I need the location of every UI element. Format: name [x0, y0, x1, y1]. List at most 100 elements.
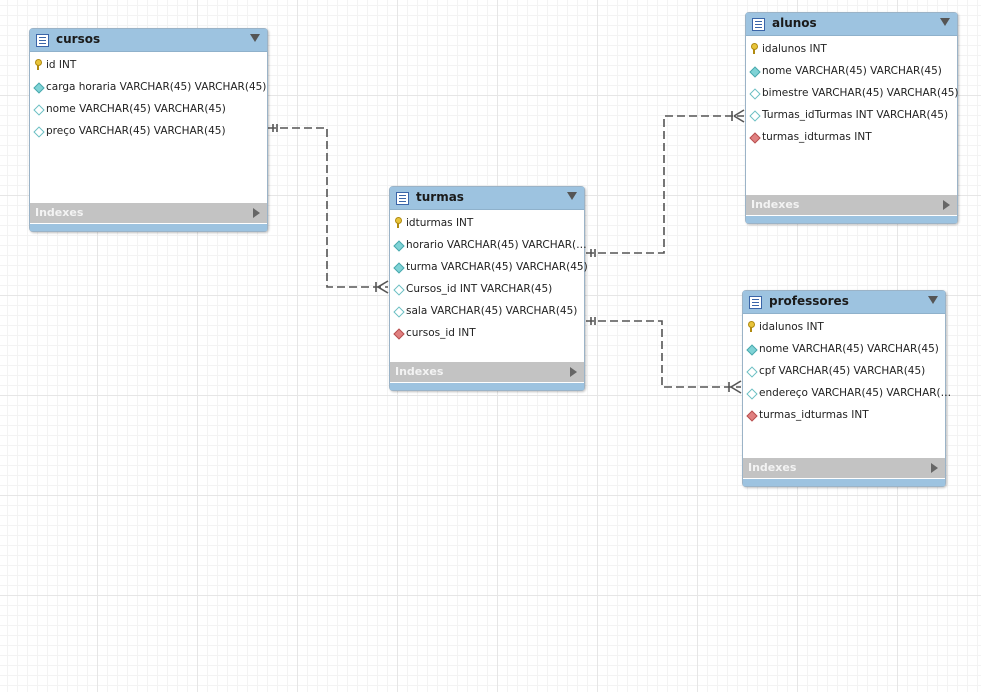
relationship-turmas-professores[interactable]: [586, 317, 742, 394]
column-row[interactable]: id INT: [30, 54, 267, 76]
column-not-null-icon: [746, 344, 758, 356]
column-row[interactable]: preço VARCHAR(45) VARCHAR(45): [30, 120, 267, 142]
table-cursos[interactable]: cursos id INT carga horaria VARCHAR(45) …: [29, 28, 268, 232]
column-nullable-icon: [33, 126, 45, 138]
column-row[interactable]: Turmas_idTurmas INT VARCHAR(45): [746, 104, 957, 126]
primary-key-icon: [751, 43, 758, 54]
expand-arrow-icon[interactable]: [570, 367, 577, 377]
indexes-label: Indexes: [35, 206, 84, 219]
column-nullable-icon: [393, 306, 405, 318]
column-not-null-icon: [393, 262, 405, 274]
column-nullable-icon: [749, 110, 761, 122]
column-row[interactable]: sala VARCHAR(45) VARCHAR(45): [390, 300, 584, 322]
column-list: idturmas INT horario VARCHAR(45) VARCHAR…: [390, 210, 588, 344]
column-not-null-icon: [393, 240, 405, 252]
column-label: Cursos_id INT VARCHAR(45): [406, 283, 553, 295]
table-professores[interactable]: professores idalunos INT nome VARCHAR(45…: [742, 290, 951, 487]
collapse-arrow-icon[interactable]: [250, 34, 260, 42]
column-nullable-icon: [749, 88, 761, 100]
column-label: nome VARCHAR(45) VARCHAR(45): [759, 343, 939, 355]
column-row[interactable]: nome VARCHAR(45) VARCHAR(45): [30, 98, 267, 120]
expand-arrow-icon[interactable]: [253, 208, 260, 218]
table-header[interactable]: professores: [743, 291, 945, 314]
indexes-label: Indexes: [751, 198, 800, 211]
column-list: idalunos INT nome VARCHAR(45) VARCHAR(45…: [743, 314, 951, 426]
primary-key-icon: [748, 321, 755, 332]
collapse-arrow-icon[interactable]: [940, 18, 950, 26]
column-label: turmas_idturmas INT: [762, 131, 872, 143]
column-label: nome VARCHAR(45) VARCHAR(45): [762, 65, 942, 77]
column-row[interactable]: Cursos_id INT VARCHAR(45): [390, 278, 584, 300]
foreign-key-icon: [746, 410, 758, 422]
table-footer: [390, 383, 584, 390]
relationship-turmas-alunos[interactable]: [586, 109, 745, 257]
column-row[interactable]: horario VARCHAR(45) VARCHAR(…: [390, 234, 587, 256]
column-row[interactable]: cpf VARCHAR(45) VARCHAR(45): [743, 360, 945, 382]
column-label: Turmas_idTurmas INT VARCHAR(45): [762, 109, 949, 121]
table-alunos[interactable]: alunos idalunos INT nome VARCHAR(45) VAR…: [745, 12, 959, 224]
column-nullable-icon: [746, 366, 758, 378]
foreign-key-icon: [393, 328, 405, 340]
column-label: cursos_id INT: [406, 327, 476, 339]
table-footer: [746, 216, 957, 223]
collapse-arrow-icon[interactable]: [567, 192, 577, 200]
table-turmas[interactable]: turmas idturmas INT horario VARCHAR(45) …: [389, 186, 588, 391]
column-row[interactable]: idalunos INT: [743, 316, 945, 338]
expand-arrow-icon[interactable]: [943, 200, 950, 210]
column-row[interactable]: carga horaria VARCHAR(45) VARCHAR(45): [30, 76, 267, 98]
table-header[interactable]: cursos: [30, 29, 267, 52]
column-label: horario VARCHAR(45) VARCHAR(…: [406, 239, 587, 251]
indexes-section[interactable]: Indexes: [746, 195, 957, 215]
table-icon: [752, 18, 765, 31]
table-header[interactable]: alunos: [746, 13, 957, 36]
primary-key-icon: [395, 217, 402, 228]
column-list: id INT carga horaria VARCHAR(45) VARCHAR…: [30, 52, 267, 142]
table-icon: [396, 192, 409, 205]
relationship-cursos-turmas[interactable]: [268, 124, 389, 294]
indexes-label: Indexes: [748, 461, 797, 474]
column-label: cpf VARCHAR(45) VARCHAR(45): [759, 365, 926, 377]
column-row[interactable]: nome VARCHAR(45) VARCHAR(45): [743, 338, 945, 360]
table-header[interactable]: turmas: [390, 187, 584, 210]
column-nullable-icon: [746, 388, 758, 400]
expand-arrow-icon[interactable]: [931, 463, 938, 473]
column-label: idalunos INT: [759, 321, 824, 333]
column-not-null-icon: [749, 66, 761, 78]
column-label: bimestre VARCHAR(45) VARCHAR(45): [762, 87, 959, 99]
column-label: carga horaria VARCHAR(45) VARCHAR(45): [46, 81, 267, 93]
column-row[interactable]: cursos_id INT: [390, 322, 584, 344]
column-label: idturmas INT: [406, 217, 474, 229]
indexes-section[interactable]: Indexes: [390, 362, 584, 382]
column-row[interactable]: nome VARCHAR(45) VARCHAR(45): [746, 60, 957, 82]
indexes-section[interactable]: Indexes: [30, 203, 267, 223]
column-row[interactable]: endereço VARCHAR(45) VARCHAR(…: [743, 382, 951, 404]
column-not-null-icon: [33, 82, 45, 94]
column-nullable-icon: [393, 284, 405, 296]
primary-key-icon: [35, 59, 42, 70]
column-row[interactable]: idturmas INT: [390, 212, 584, 234]
column-list: idalunos INT nome VARCHAR(45) VARCHAR(45…: [746, 36, 959, 148]
column-nullable-icon: [33, 104, 45, 116]
column-label: preço VARCHAR(45) VARCHAR(45): [46, 125, 226, 137]
indexes-section[interactable]: Indexes: [743, 458, 945, 478]
column-row[interactable]: turmas_idturmas INT: [746, 126, 957, 148]
column-label: endereço VARCHAR(45) VARCHAR(…: [759, 387, 952, 399]
column-row[interactable]: bimestre VARCHAR(45) VARCHAR(45): [746, 82, 959, 104]
indexes-label: Indexes: [395, 365, 444, 378]
table-title: alunos: [772, 16, 817, 30]
column-label: turmas_idturmas INT: [759, 409, 869, 421]
column-row[interactable]: turmas_idturmas INT: [743, 404, 945, 426]
column-label: nome VARCHAR(45) VARCHAR(45): [46, 103, 226, 115]
table-icon: [749, 296, 762, 309]
column-label: id INT: [46, 59, 77, 71]
table-title: cursos: [56, 32, 101, 46]
table-title: turmas: [416, 190, 464, 204]
column-label: sala VARCHAR(45) VARCHAR(45): [406, 305, 578, 317]
table-footer: [30, 224, 267, 231]
table-icon: [36, 34, 49, 47]
collapse-arrow-icon[interactable]: [928, 296, 938, 304]
foreign-key-icon: [749, 132, 761, 144]
column-row[interactable]: turma VARCHAR(45) VARCHAR(45): [390, 256, 588, 278]
column-row[interactable]: idalunos INT: [746, 38, 957, 60]
